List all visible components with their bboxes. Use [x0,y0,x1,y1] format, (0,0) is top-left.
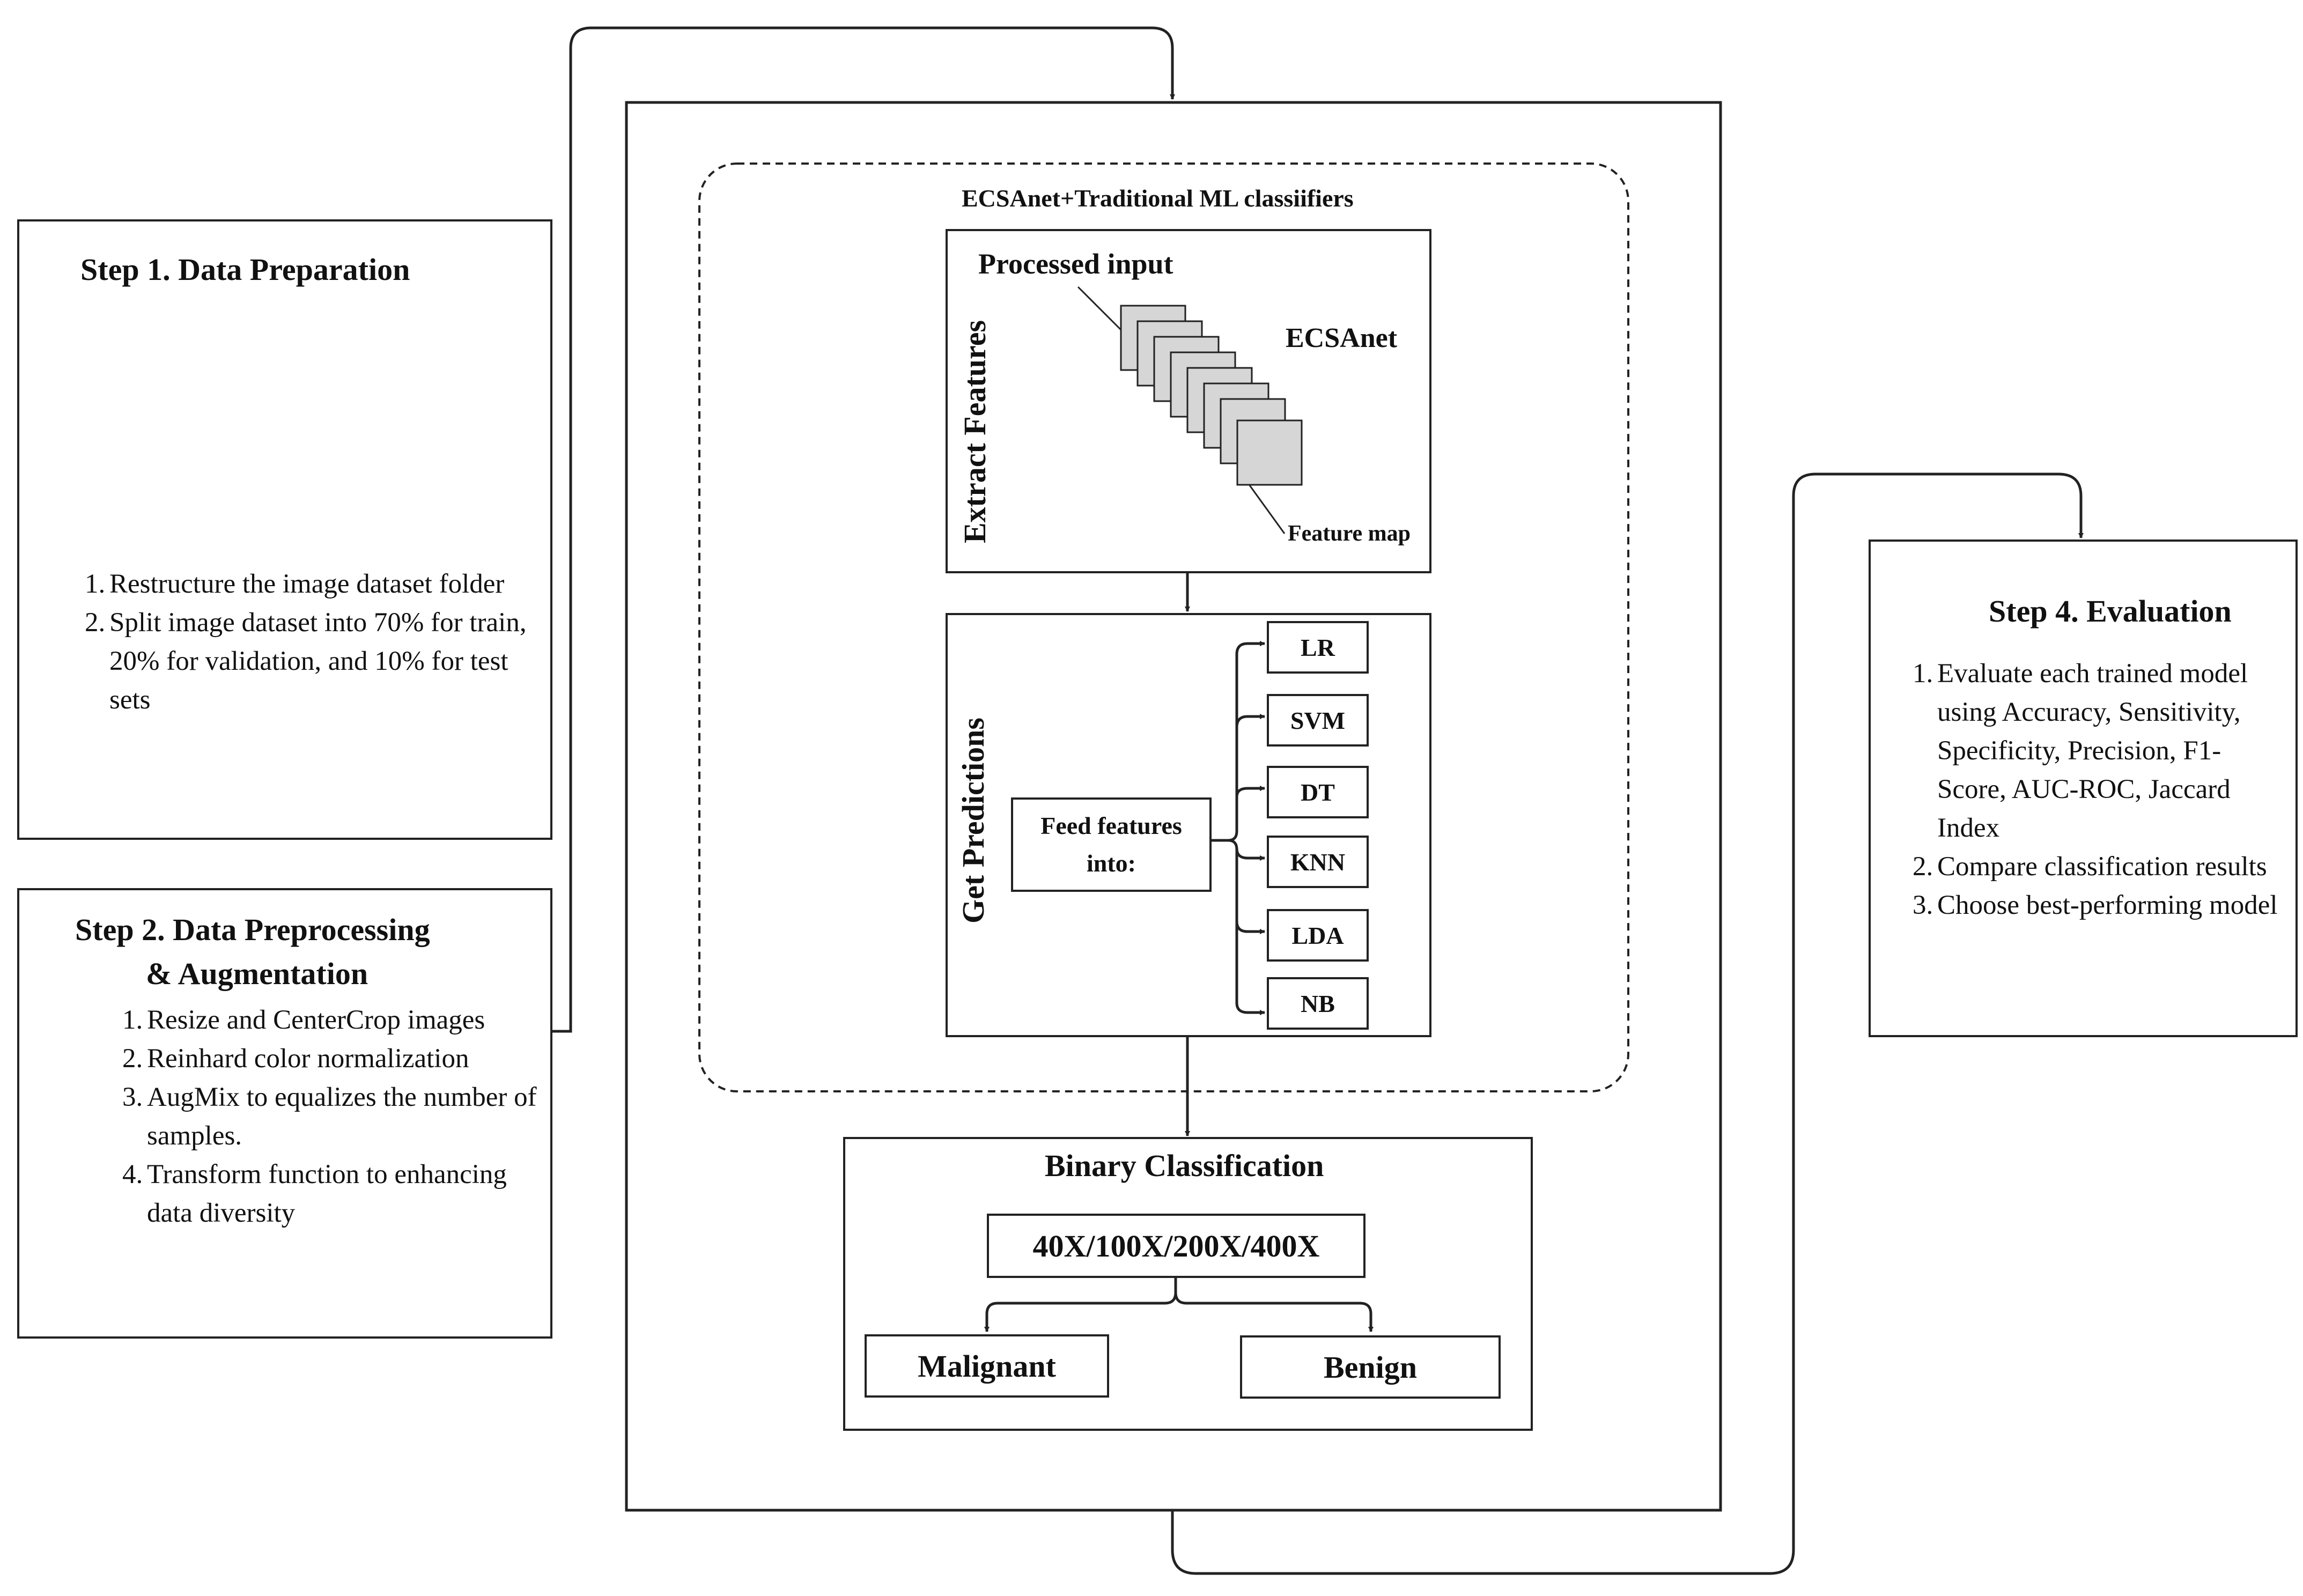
processed-input-label: Processed input [978,248,1173,280]
malignant-label: Malignant [918,1348,1056,1384]
step2-item: 1.Resize and CenterCrop images [122,1005,485,1035]
classifier-label: KNN [1290,848,1346,876]
classifier-brace [1208,641,1265,1015]
binary-split [984,1276,1374,1332]
extract-features-label: Extract Features [957,320,992,544]
feature-map-label: Feature map [1288,521,1411,546]
classifier-label: SVM [1290,706,1346,734]
step2-title-line1: Step 2. Data Preprocessing [75,912,430,947]
binary-classification-title: Binary Classification [1045,1148,1324,1183]
step4-item: 2.Compare classification results [1913,852,2267,882]
benign-box: Benign [1240,1335,1501,1399]
step2-item: 4.Transform function to enhancing data d… [122,1159,507,1228]
featuremap-pointer-line [1249,485,1286,534]
network-name: ECSAnet [1286,323,1398,353]
model-to-step4-connector [1171,472,2084,1575]
classifier-svm-box: SVM [1267,694,1369,747]
classifier-label: LDA [1291,921,1344,949]
step1-item: 1.Restructure the image dataset folder [85,569,505,599]
extract-features-box: Processed input ECSAnet Feature map [946,229,1431,573]
step1-list: 1.Restructure the image dataset folder 2… [85,565,535,719]
classifier-label: NB [1301,989,1335,1017]
step4-item: 3.Choose best-performing model [1913,890,2278,920]
classifier-knn-box: KNN [1267,836,1369,888]
step2-item: 3.AugMix to equalizes the number of samp… [122,1082,537,1151]
binary-classification-box: Binary Classification [843,1137,1533,1431]
step4-list: 1.Evaluate each trained model using Accu… [1913,654,2288,925]
classifier-lr-box: LR [1267,621,1369,674]
feed-features-box: Feed features into: [1011,797,1212,892]
model-group-frame [698,162,1629,1092]
malignant-box: Malignant [865,1334,1109,1398]
step2-title-line2: & Augmentation [146,956,368,991]
step4-title: Step 4. Evaluation [1989,594,2232,629]
classifier-label: LR [1301,633,1335,661]
step1-box: Step 1. Data Preparation 1.Restructure t… [17,219,552,840]
get-predictions-label: Get Predictions [956,718,991,923]
feature-map-stack [1120,305,1303,486]
step2-list: 1.Resize and CenterCrop images 2.Reinhar… [122,1001,541,1232]
predictions-box: Feed features into: [946,613,1431,1037]
step2-to-model-connector [552,26,1175,1033]
classifier-nb-box: NB [1267,977,1369,1030]
step4-box: Step 4. Evaluation 1.Evaluate each train… [1869,540,2298,1037]
model-group-title: ECSAnet+Traditional ML classiifiers [962,184,1354,212]
step1-title: Step 1. Data Preparation [80,252,410,287]
input-pointer-line [1077,286,1125,334]
step2-item: 2.Reinhard color normalization [122,1044,469,1074]
step1-item: 2.Split image dataset into 70% for train… [85,608,527,715]
magnification-box: 40X/100X/200X/400X [987,1214,1365,1278]
classifier-label: DT [1301,778,1335,806]
classifier-dt-box: DT [1267,766,1369,818]
step2-box: Step 2. Data Preprocessing & Augmentatio… [17,888,552,1339]
feed-features-line2: into: [1087,849,1136,877]
benign-label: Benign [1323,1349,1418,1385]
feed-features-line1: Feed features [1040,812,1182,839]
classifier-lda-box: LDA [1267,909,1369,962]
step4-item: 1.Evaluate each trained model using Accu… [1913,659,2248,843]
magnification-label: 40X/100X/200X/400X [1032,1228,1320,1264]
